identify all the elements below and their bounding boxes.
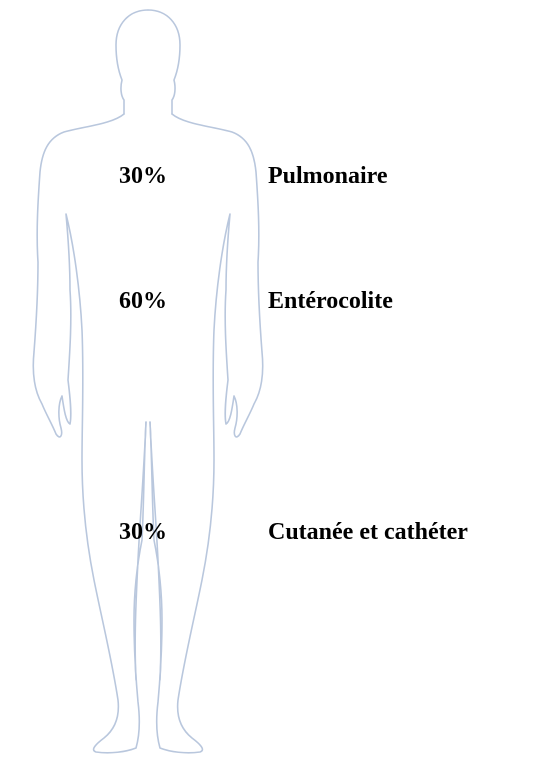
site-percentage: 30% — [119, 162, 167, 190]
site-label: Entérocolite — [268, 287, 393, 315]
right-body-outline — [150, 114, 263, 753]
left-body-outline — [33, 114, 146, 753]
site-label: Pulmonaire — [268, 162, 388, 190]
site-percentage: 60% — [119, 287, 167, 315]
site-label: Cutanée et cathéter — [268, 518, 468, 546]
site-percentage: 30% — [119, 518, 167, 546]
head-outline — [116, 10, 148, 114]
